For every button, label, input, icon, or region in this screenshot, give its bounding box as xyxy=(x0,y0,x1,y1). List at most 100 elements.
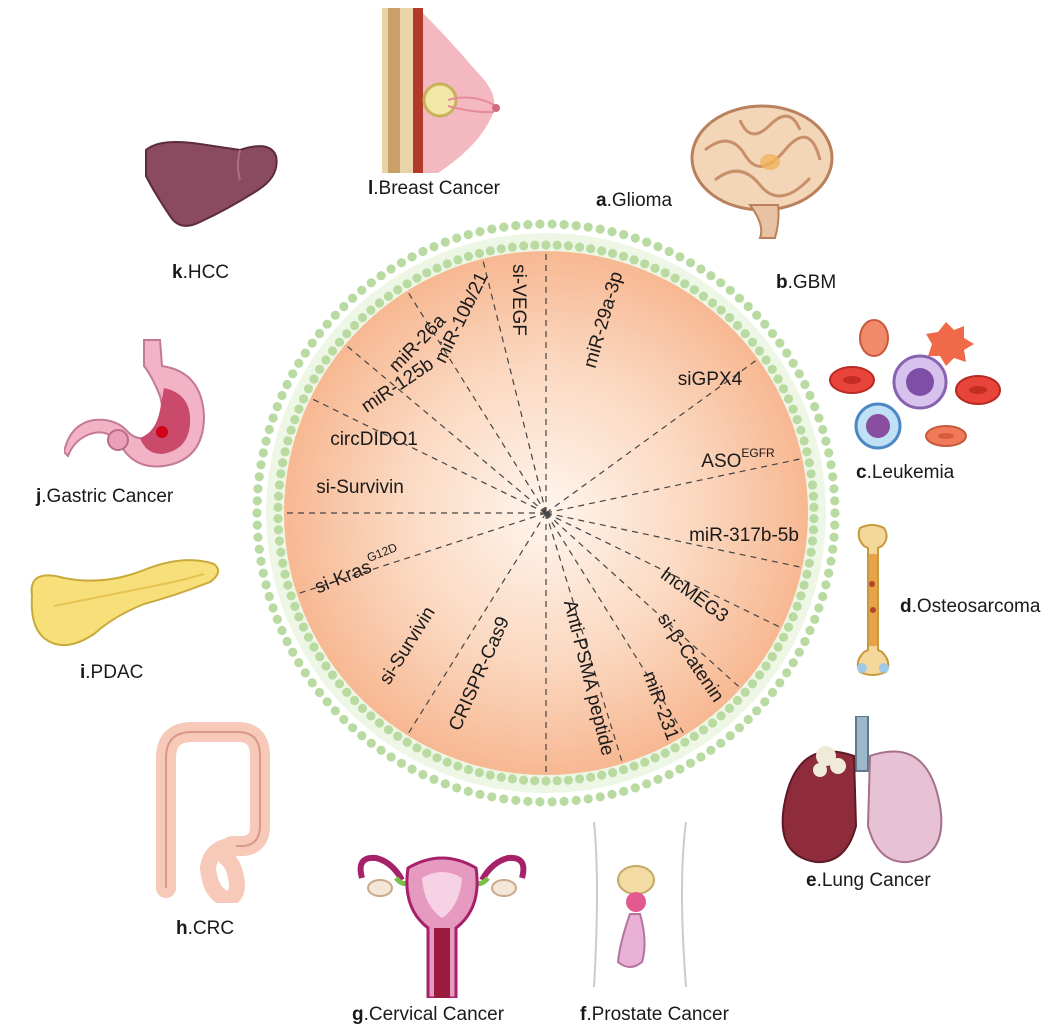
lipid-head xyxy=(294,612,304,622)
lipid-head xyxy=(258,448,268,458)
lipid-head xyxy=(314,328,325,339)
lipid-head xyxy=(747,337,758,347)
lipid-head xyxy=(276,469,286,479)
lipid-head xyxy=(698,725,709,735)
therapy-label-text: siGPX4 xyxy=(678,369,743,390)
lipid-head xyxy=(422,748,432,758)
lipid-head xyxy=(773,642,783,652)
lipid-head xyxy=(595,224,605,234)
lipid-head xyxy=(422,268,432,278)
lipid-head xyxy=(499,222,509,232)
lipid-head xyxy=(254,472,264,482)
lipid-head xyxy=(724,313,735,323)
lipid-head xyxy=(685,758,696,768)
lipid-head xyxy=(547,219,557,229)
lipid-head xyxy=(264,591,274,602)
lipid-head xyxy=(607,227,617,237)
therapy-label: circDIDO1 xyxy=(330,429,418,450)
lipid-head xyxy=(660,748,670,758)
therapy-label: miR-317b-5b xyxy=(689,525,799,546)
lipid-head xyxy=(800,379,810,390)
lipid-head xyxy=(559,220,569,230)
lipid-head xyxy=(724,703,735,714)
lipid-head xyxy=(586,244,596,254)
lipid-head xyxy=(288,369,298,379)
lipid-head xyxy=(675,764,685,774)
lipid-head xyxy=(315,652,325,662)
lipid-head xyxy=(664,246,674,257)
lipid-head xyxy=(452,783,462,793)
lipid-head xyxy=(595,792,605,802)
lipid-head xyxy=(339,714,349,725)
lipid-head xyxy=(760,697,770,707)
lipid-head xyxy=(788,404,798,414)
lipid-head xyxy=(696,752,706,762)
lipid-head xyxy=(327,670,338,680)
lipid-head xyxy=(767,328,778,339)
therapy-label: si-Survivin xyxy=(316,477,404,498)
lipid-head xyxy=(807,536,818,546)
lipid-head xyxy=(707,298,718,308)
lipid-head xyxy=(366,738,376,748)
lipid-head xyxy=(670,273,680,283)
lipid-head xyxy=(799,580,809,590)
lipid-head xyxy=(272,614,282,625)
lipid-head xyxy=(402,737,412,747)
breast-icon xyxy=(378,8,508,173)
lipid-head xyxy=(778,632,789,642)
lipid-head xyxy=(453,255,463,265)
lipid-head xyxy=(307,678,317,688)
lipid-head xyxy=(788,612,798,622)
lipid-head xyxy=(830,496,840,506)
lipid-head xyxy=(463,786,473,797)
lipid-head xyxy=(272,402,282,412)
colon-icon xyxy=(148,718,276,903)
lungs-icon xyxy=(776,716,948,866)
lipid-head xyxy=(808,525,819,535)
lipid-head xyxy=(258,568,268,578)
lipid-head xyxy=(277,390,287,401)
lipid-head xyxy=(680,737,690,747)
lipid-head xyxy=(800,636,810,647)
lipid-head xyxy=(571,221,581,231)
lipid-head xyxy=(507,774,517,784)
lipid-head xyxy=(452,233,462,243)
lipid-head xyxy=(707,718,718,728)
lipid-head xyxy=(298,394,309,404)
lipid-head xyxy=(283,580,293,590)
therapy-label: siGPX4 xyxy=(678,369,743,390)
lipid-head xyxy=(608,768,618,778)
lipid-head xyxy=(541,240,551,250)
lipid-head xyxy=(650,753,660,763)
uterus-icon xyxy=(352,848,532,998)
cancer-label-pdac: i.PDAC xyxy=(80,662,144,683)
lipid-head xyxy=(294,358,304,368)
lipid-head xyxy=(773,374,783,384)
lipid-head xyxy=(519,241,529,251)
lipid-head xyxy=(327,346,338,356)
lipid-head xyxy=(499,794,509,804)
brain-icon xyxy=(690,100,835,240)
lipid-head xyxy=(282,636,292,647)
lipid-head xyxy=(535,219,545,229)
prostate-icon xyxy=(590,822,690,987)
lipid-head xyxy=(407,252,417,262)
lipid-head xyxy=(619,786,629,797)
lipid-head xyxy=(696,264,706,274)
lipid-head xyxy=(440,779,450,789)
lipid-head xyxy=(322,697,332,707)
lipid-head xyxy=(761,661,771,671)
lipid-head xyxy=(740,687,750,697)
lipid-head xyxy=(440,237,450,247)
lipid-head xyxy=(794,369,804,379)
liver-icon xyxy=(140,136,280,236)
lipid-head xyxy=(818,424,828,435)
lipid-head xyxy=(300,668,310,678)
lipid-head xyxy=(264,424,274,435)
stomach-icon xyxy=(64,336,214,472)
lipid-head xyxy=(743,714,753,725)
lipid-head xyxy=(775,678,785,688)
lipid-head xyxy=(254,544,264,554)
lipid-head xyxy=(256,460,266,470)
lipid-head xyxy=(740,329,750,339)
